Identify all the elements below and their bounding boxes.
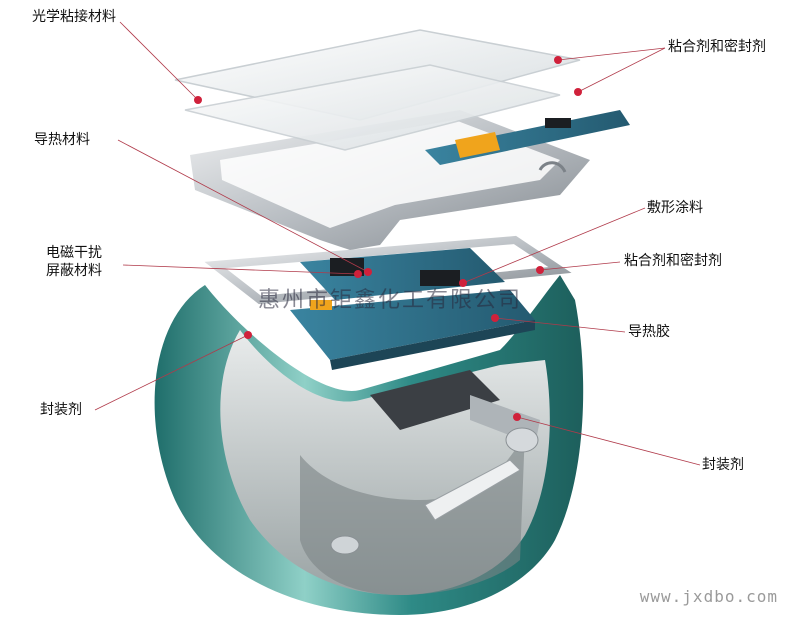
dot-adhesive-mid bbox=[536, 266, 544, 274]
label-optical-adhesive: 光学粘接材料 bbox=[32, 9, 116, 25]
emi-shield-frame bbox=[204, 235, 572, 310]
label-encapsulant-right: 封装剂 bbox=[702, 457, 744, 473]
dot-thermal-material bbox=[364, 268, 372, 276]
leader-adhesive-top-1 bbox=[557, 47, 666, 61]
top-pcb bbox=[425, 110, 630, 165]
leader-encapsulant-left bbox=[94, 334, 249, 411]
label-encapsulant-left: 封装剂 bbox=[40, 402, 82, 418]
leader-encapsulant-right bbox=[516, 416, 701, 466]
dot-optical-adhesive bbox=[194, 96, 202, 104]
lower-pcb bbox=[290, 290, 535, 370]
website-url: www.jxdbo.com bbox=[639, 587, 778, 606]
leader-conformal-coating bbox=[462, 207, 646, 284]
leader-adhesive-mid bbox=[539, 261, 621, 271]
leader-lines bbox=[94, 21, 701, 466]
leader-optical-adhesive bbox=[119, 21, 199, 101]
leader-adhesive-top-2 bbox=[577, 47, 666, 93]
label-emi-shielding: 电磁干扰 屏蔽材料 bbox=[46, 245, 102, 279]
company-watermark: 惠州市钜鑫化工有限公司 bbox=[258, 288, 523, 313]
marker-dots bbox=[194, 56, 582, 421]
dot-emi-shielding bbox=[354, 270, 362, 278]
leader-thermal-gel bbox=[494, 317, 626, 333]
label-conformal-coating: 敷形涂料 bbox=[647, 200, 703, 216]
label-thermal-gel: 导热胶 bbox=[628, 324, 670, 340]
inner-components bbox=[330, 370, 540, 555]
display-glass-layers bbox=[174, 29, 581, 151]
dot-encapsulant-right bbox=[513, 413, 521, 421]
label-adhesive-sealant-top: 粘合剂和密封剂 bbox=[668, 39, 766, 55]
dot-thermal-gel bbox=[491, 314, 499, 322]
leader-thermal-material bbox=[117, 139, 369, 273]
dot-adhesive-top-1 bbox=[554, 56, 562, 64]
label-adhesive-sealant-mid: 粘合剂和密封剂 bbox=[624, 253, 722, 269]
dot-encapsulant-left bbox=[244, 331, 252, 339]
label-thermal-material: 导热材料 bbox=[34, 132, 90, 148]
leader-emi-shielding bbox=[122, 264, 359, 275]
dot-adhesive-top-2 bbox=[574, 88, 582, 96]
dot-conformal-coating bbox=[459, 279, 467, 287]
